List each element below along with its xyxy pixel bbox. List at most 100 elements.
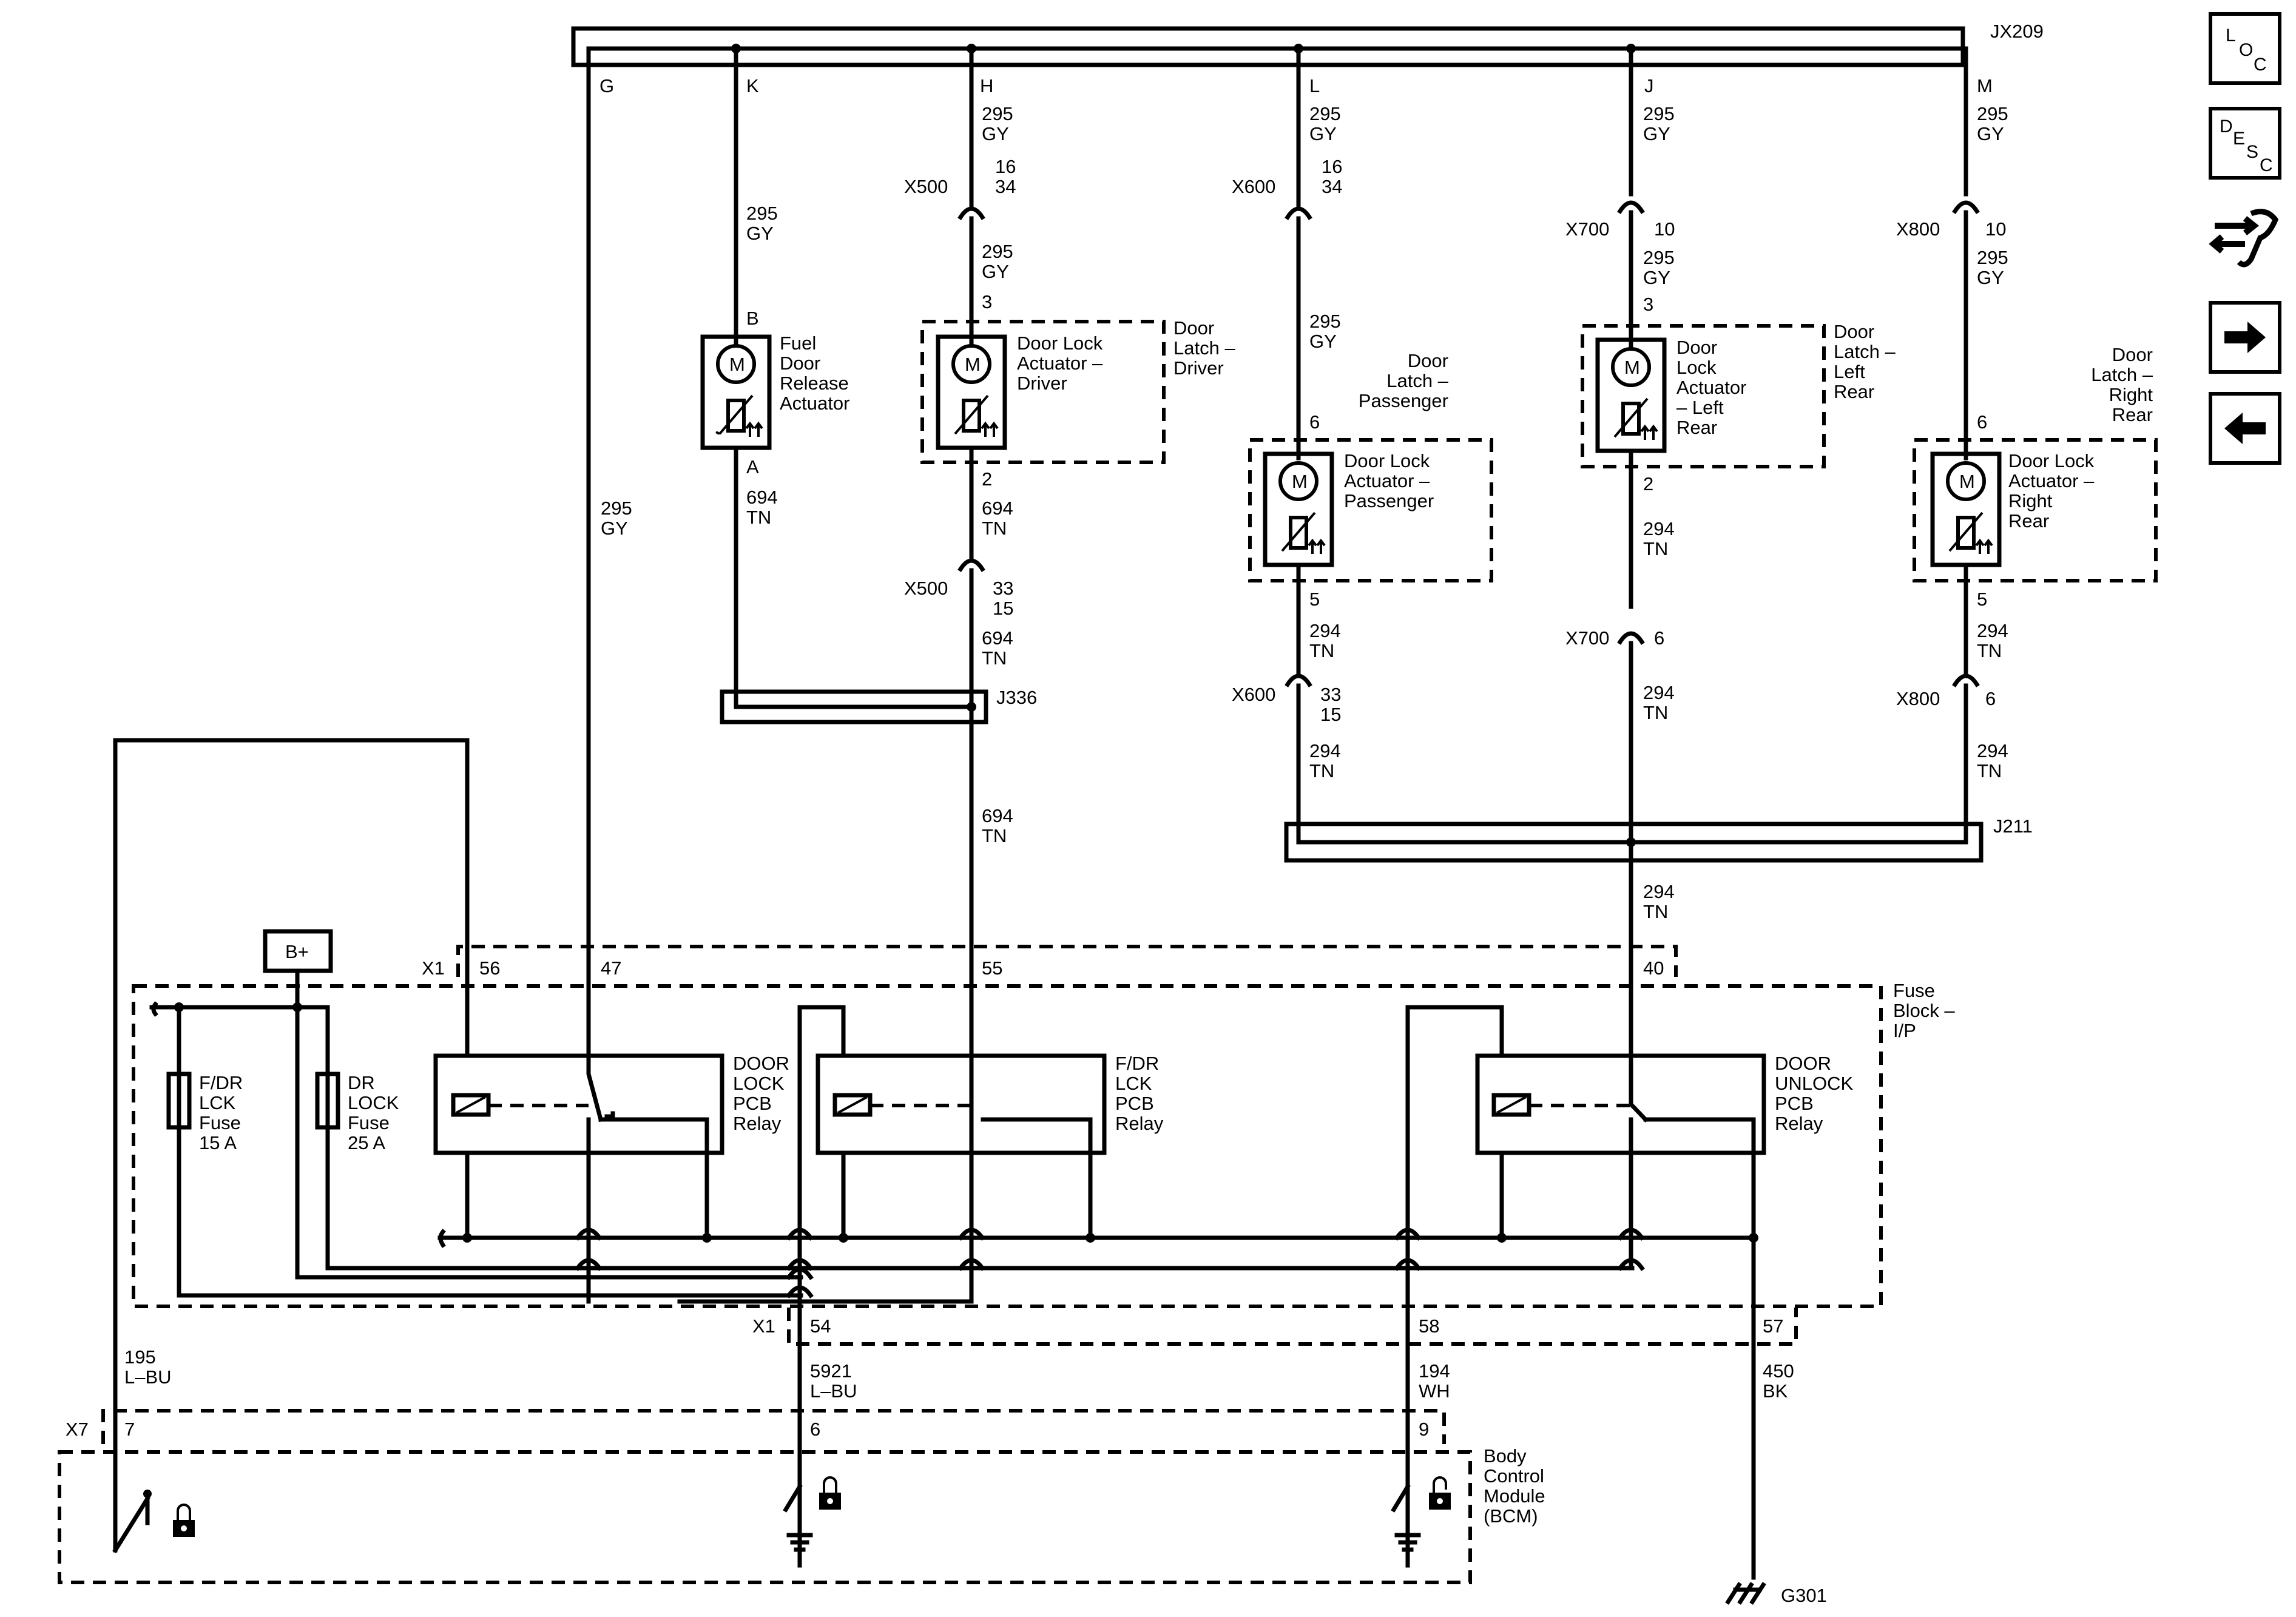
- connector-j336: J336: [720, 687, 1037, 724]
- svg-text:10: 10: [1654, 218, 1675, 240]
- svg-text:X7: X7: [66, 1419, 89, 1440]
- svg-text:M: M: [1624, 357, 1640, 378]
- svg-text:X800: X800: [1896, 218, 1940, 240]
- connector-j211: J211: [1284, 815, 2033, 863]
- pin-L: L: [1309, 75, 1320, 96]
- pin-J: J: [1644, 75, 1654, 96]
- svg-text:X600: X600: [1232, 176, 1275, 197]
- svg-text:X700: X700: [1565, 218, 1609, 240]
- pin-M: M: [1977, 75, 1993, 96]
- connector-x700-top: X700 10: [1565, 200, 1675, 351]
- jx209-label: JX209: [1990, 21, 2044, 42]
- pin-2: 2: [982, 468, 992, 490]
- pin-K: K: [746, 75, 759, 96]
- svg-text:J336: J336: [996, 687, 1037, 708]
- pin-3: 3: [982, 291, 992, 312]
- svg-text:M: M: [965, 354, 981, 375]
- pin-B: B: [746, 308, 759, 329]
- ground-g301: G301: [1725, 1582, 1827, 1606]
- battery-positive: B+: [263, 929, 333, 1010]
- pin-6-rr: 6: [1977, 411, 1987, 433]
- previous-arrow-button[interactable]: [2209, 392, 2281, 465]
- pin-G: G: [599, 75, 614, 96]
- arrow-left-icon: [2224, 413, 2266, 444]
- pin-6: 6: [1309, 411, 1320, 433]
- connector-x1-top: X1 56 47 55 40: [422, 945, 1678, 979]
- svg-text:X1: X1: [752, 1315, 775, 1337]
- lock-icon: [819, 1476, 841, 1510]
- connector-x7: X7 7 6 9: [66, 1409, 1446, 1444]
- connector-wrench-icon[interactable]: [2209, 201, 2281, 274]
- svg-text:40: 40: [1643, 957, 1664, 979]
- wire-g-295gy: [586, 46, 604, 1122]
- svg-text:X600: X600: [1232, 684, 1275, 705]
- next-arrow-button[interactable]: [2209, 301, 2281, 374]
- connector-x800-top: X800 10: [1896, 200, 2006, 461]
- lock-icon: [173, 1504, 195, 1537]
- svg-text:57: 57: [1763, 1315, 1783, 1337]
- description-button[interactable]: D E S C: [2209, 107, 2281, 180]
- pin-5: 5: [1309, 589, 1320, 610]
- svg-text:10: 10: [1985, 218, 2006, 240]
- connector-x700-bottom: X700 6: [1565, 627, 1664, 1122]
- svg-text:54: 54: [810, 1315, 831, 1337]
- connector-x1-bottom: X1 54 58 57: [752, 1308, 1798, 1346]
- svg-text:M: M: [1959, 471, 1975, 492]
- svg-text:47: 47: [601, 957, 621, 979]
- svg-text:M: M: [1292, 471, 1308, 492]
- location-button[interactable]: L O C: [2209, 12, 2281, 85]
- pin-A: A: [746, 456, 759, 478]
- svg-text:56: 56: [479, 957, 500, 979]
